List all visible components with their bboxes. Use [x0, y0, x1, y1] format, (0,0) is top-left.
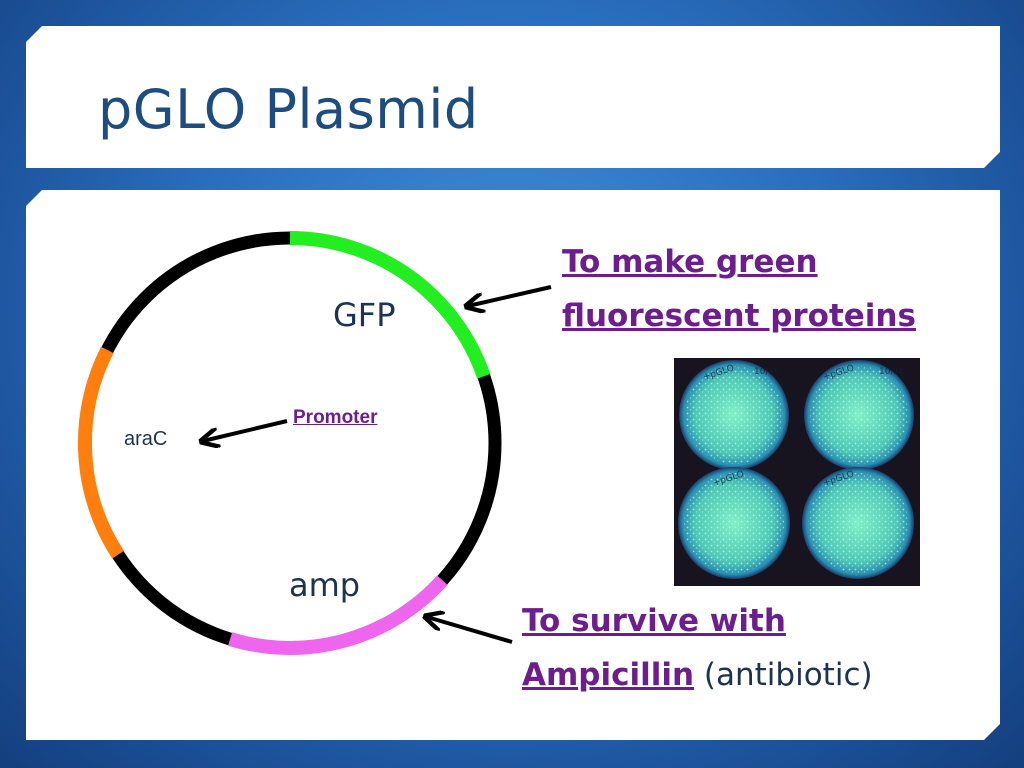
amp-annotation-line1[interactable]: To survive with: [522, 603, 786, 639]
amp-segment: [228, 575, 448, 655]
gfp-annotation-line2[interactable]: fluorescent proteins: [562, 298, 916, 334]
petri-dish-bottom-left: [678, 467, 790, 579]
slide-title: pGLO Plasmid: [98, 78, 479, 141]
antibiotic-note: (antibiotic): [694, 657, 873, 693]
ampicillin-link[interactable]: Ampicillin: [522, 657, 695, 693]
plate-date-tl: 10/16: [754, 367, 780, 377]
arac-segment: [78, 346, 124, 559]
title-panel: [26, 26, 1000, 168]
promoter-link[interactable]: Promoter: [293, 407, 378, 428]
petri-dish-top-right: [804, 360, 914, 470]
promoter-pointer-arrow: [203, 419, 288, 441]
petri-dish-top-left: [679, 360, 789, 470]
petri-dishes-image: +pGLO +pGLO +pGLO +pGLO 10/16 10/16: [678, 360, 914, 579]
amp-annotation: To survive with Ampicillin (antibiotic): [522, 594, 873, 702]
gfp-label: GFP: [333, 296, 396, 334]
gfp-segment: [289, 231, 491, 379]
amp-pointer-arrow: [427, 617, 513, 644]
glowing-plates-photo: +pGLO +pGLO +pGLO +pGLO 10/16 10/16: [674, 358, 920, 586]
amp-label: amp: [289, 566, 361, 604]
petri-dish-bottom-right: [802, 467, 914, 579]
gfp-annotation-line1[interactable]: To make green: [562, 244, 818, 280]
gfp-annotation: To make green fluorescent proteins: [562, 235, 916, 343]
gfp-pointer-arrow: [468, 285, 552, 306]
arac-label: araC: [124, 428, 168, 450]
plate-date-tr: 10/16: [879, 367, 905, 377]
